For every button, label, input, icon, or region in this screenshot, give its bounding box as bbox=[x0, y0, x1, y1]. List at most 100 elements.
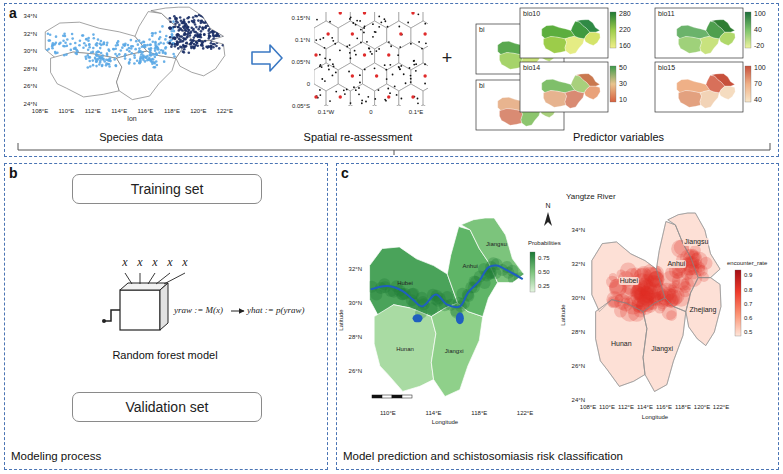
occurrence-dot bbox=[188, 51, 191, 54]
layer-name: bio11 bbox=[658, 10, 675, 18]
occurrence-dot bbox=[179, 46, 182, 49]
drawing-part bbox=[164, 273, 185, 284]
sample-dot bbox=[349, 18, 351, 20]
drawing-part bbox=[160, 283, 168, 330]
retained-dot bbox=[423, 74, 426, 77]
drawing-part bbox=[677, 79, 710, 93]
north-arrow bbox=[544, 212, 552, 226]
occurrence-dot bbox=[95, 65, 98, 68]
lake bbox=[413, 314, 423, 322]
occurrence-dot bbox=[219, 16, 222, 19]
drawing-part bbox=[576, 20, 600, 33]
model-equation: yhat := p(yraw) bbox=[247, 305, 305, 315]
legend-title: Probabilities bbox=[528, 240, 561, 247]
occurrence-dot bbox=[148, 38, 151, 41]
drawing-part bbox=[666, 310, 677, 321]
axis-tick: 118°E bbox=[164, 108, 180, 115]
occurrence-dot bbox=[218, 47, 221, 50]
sample-dot bbox=[384, 20, 386, 22]
drawing-part bbox=[542, 79, 575, 93]
axis-title: lon bbox=[127, 115, 136, 123]
retained-dot bbox=[423, 32, 426, 35]
occurrence-dot bbox=[96, 44, 99, 47]
lake bbox=[456, 312, 464, 324]
retained-dot bbox=[351, 74, 354, 77]
occurrence-dot bbox=[120, 49, 123, 52]
occurrence-dot bbox=[217, 29, 220, 32]
occurrence-dot bbox=[207, 22, 210, 25]
occurrence-dot bbox=[185, 29, 188, 32]
sample-dot bbox=[415, 70, 417, 72]
layer-name: bi bbox=[479, 82, 484, 90]
sample-dot bbox=[425, 42, 427, 44]
axis-tick: 118°E bbox=[471, 410, 487, 417]
occurrence-dot bbox=[183, 45, 186, 48]
drawing-part bbox=[370, 247, 458, 317]
occurrence-dot bbox=[182, 37, 185, 40]
sample-dot bbox=[424, 83, 426, 85]
sample-dot bbox=[358, 87, 360, 89]
occurrence-dot bbox=[205, 16, 208, 19]
occurrence-dot bbox=[210, 39, 213, 42]
occurrence-dot bbox=[97, 38, 100, 41]
occurrence-dot bbox=[63, 45, 66, 48]
occurrence-dot bbox=[204, 26, 207, 29]
occurrence-dot bbox=[107, 63, 110, 66]
occurrence-dot bbox=[151, 35, 154, 38]
occurrence-dot bbox=[88, 60, 91, 63]
hexagon-cell bbox=[423, 84, 428, 106]
sample-dot bbox=[363, 27, 365, 29]
province-outline bbox=[51, 52, 122, 97]
drawing-part bbox=[520, 62, 608, 112]
occurrence-dot bbox=[171, 33, 174, 36]
occurrence-dot bbox=[139, 60, 142, 63]
axis-tick: 108°E bbox=[580, 404, 596, 411]
occurrence-dot bbox=[92, 47, 95, 50]
retained-dot bbox=[351, 32, 354, 35]
occurrence-dot bbox=[214, 38, 217, 41]
colorbar bbox=[530, 252, 535, 292]
drawing-part bbox=[140, 273, 141, 284]
occurrence-dot bbox=[169, 21, 172, 24]
panel-letter: c bbox=[341, 165, 349, 181]
occurrence-dot bbox=[95, 54, 98, 57]
occurrence-dot bbox=[88, 46, 91, 49]
occurrence-dot bbox=[106, 41, 109, 44]
occurrence-dot bbox=[228, 21, 231, 24]
occurrence-dot bbox=[86, 66, 89, 69]
occurrence-dot bbox=[211, 21, 214, 24]
occurrence-dot bbox=[205, 21, 208, 24]
occurrence-dot bbox=[135, 40, 138, 43]
occurrence-dot bbox=[216, 41, 219, 44]
sample-dot bbox=[389, 64, 391, 66]
occurrence-dot bbox=[149, 44, 152, 47]
axis-tick: 114°E bbox=[637, 404, 653, 411]
drawing-part bbox=[648, 271, 665, 288]
axis-tick: 0 bbox=[369, 109, 372, 116]
occurrence-dot bbox=[197, 39, 200, 42]
sample-dot bbox=[367, 96, 369, 98]
risk-map bbox=[592, 213, 741, 392]
occurrence-dot bbox=[49, 33, 52, 36]
sample-dot bbox=[321, 66, 323, 68]
axis-tick: 114°E bbox=[111, 108, 127, 115]
occurrence-dot bbox=[55, 35, 58, 38]
occurrence-dot bbox=[197, 28, 200, 31]
axis-tick: 34°N bbox=[24, 13, 37, 20]
box-label: Training set bbox=[131, 181, 204, 197]
province-name: Hunan bbox=[610, 340, 633, 348]
occurrence-dot bbox=[58, 43, 61, 46]
sample-dot bbox=[329, 59, 331, 61]
drawing-part bbox=[231, 311, 244, 312]
drawing-part bbox=[668, 213, 720, 278]
occurrence-dot bbox=[233, 34, 236, 37]
retained-dot bbox=[411, 95, 414, 98]
occurrence-dot bbox=[215, 45, 218, 48]
retained-dot bbox=[363, 12, 366, 15]
sample-dot bbox=[329, 21, 331, 23]
occurrence-dot bbox=[216, 22, 219, 25]
occurrence-dot bbox=[193, 43, 196, 46]
occurrence-dot bbox=[153, 53, 156, 56]
occurrence-dot bbox=[140, 42, 143, 45]
sample-dot bbox=[350, 102, 352, 104]
